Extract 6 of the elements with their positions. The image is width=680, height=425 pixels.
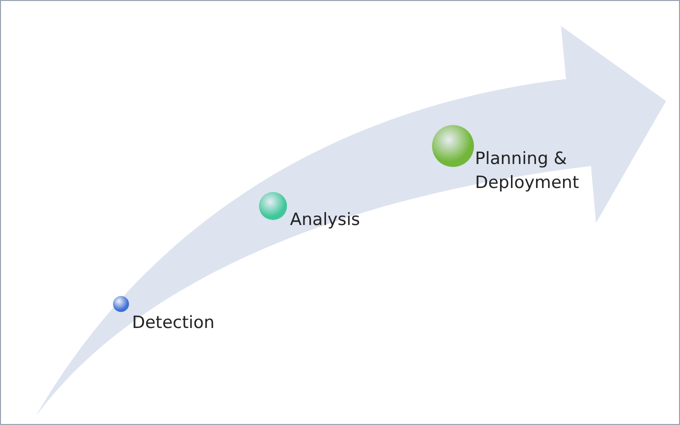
stage-label: Detection — [132, 312, 216, 335]
stage-dot — [113, 296, 129, 312]
stage-label: Planning & Deployment — [475, 148, 580, 195]
stage-dot — [259, 192, 287, 220]
stage-label: Analysis — [290, 209, 362, 232]
stage-dot — [432, 125, 474, 167]
